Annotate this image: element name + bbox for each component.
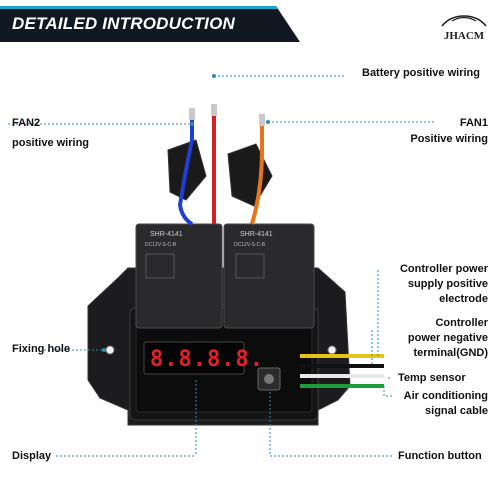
brand-logo: JHACM (436, 12, 492, 48)
relay-right (223, 223, 315, 329)
fuse-holder-right (227, 143, 273, 207)
label-temp-sensor: Temp sensor (398, 372, 466, 384)
label-fan2-line2: positive wiring (12, 137, 90, 149)
leader-dots (102, 74, 270, 352)
label-controller-power-line1: Controller power (399, 263, 488, 275)
label-display: Display (12, 450, 52, 462)
function-button-cap (264, 374, 274, 384)
relay-left (135, 223, 223, 329)
fixing-hole-right (327, 345, 337, 355)
brand-name: JHACM (443, 30, 485, 42)
label-battery-positive: Battery positive wiring (362, 67, 480, 79)
label-fan2-line1: FAN2 (12, 117, 41, 129)
leader-lines (8, 75, 436, 457)
label-function-button: Function button (398, 450, 482, 462)
label-fixing-hole: Fixing hole (12, 343, 71, 355)
section-banner: DETAILED INTRODUCTION (0, 6, 300, 42)
relay-left-label: SHR-4141 (150, 231, 183, 238)
label-ac-signal-line1: Air conditioning (403, 390, 488, 402)
label-controller-negative-line2: power negative (407, 332, 488, 344)
label-controller-negative-line1: Controller (435, 317, 488, 329)
relay-left-sub: DC12V-S-C-B (145, 242, 177, 248)
relay-right-label: SHR-4141 (240, 231, 273, 238)
wire-fan2-blue (177, 118, 194, 226)
label-controller-negative: Controller power negative terminal(GND) (380, 316, 488, 361)
relay-right-sub: DC12V-S-C-B (234, 242, 266, 248)
car-icon (441, 15, 487, 27)
label-ac-signal-line2: signal cable (425, 405, 488, 417)
banner-accent (0, 6, 300, 9)
wire-fan1-orange (250, 124, 264, 225)
label-fan1: FAN1 Positive wiring (380, 116, 488, 147)
label-fan2: FAN2 positive wiring (12, 116, 89, 151)
banner-title: DETAILED INTRODUCTION (12, 14, 235, 33)
label-fan1-line2: Positive wiring (410, 133, 488, 145)
fixing-hole-left (105, 345, 115, 355)
led-display (143, 341, 245, 375)
label-ac-signal: Air conditioning signal cable (380, 389, 488, 419)
label-controller-power: Controller power supply positive electro… (380, 262, 488, 307)
label-controller-power-line3: electrode (439, 293, 488, 305)
label-controller-power-line2: supply positive (407, 278, 488, 290)
label-controller-negative-line3: terminal(GND) (413, 347, 488, 359)
label-fan1-line1: FAN1 (459, 117, 488, 129)
display-digits: 8.8.8.8. (150, 347, 264, 372)
